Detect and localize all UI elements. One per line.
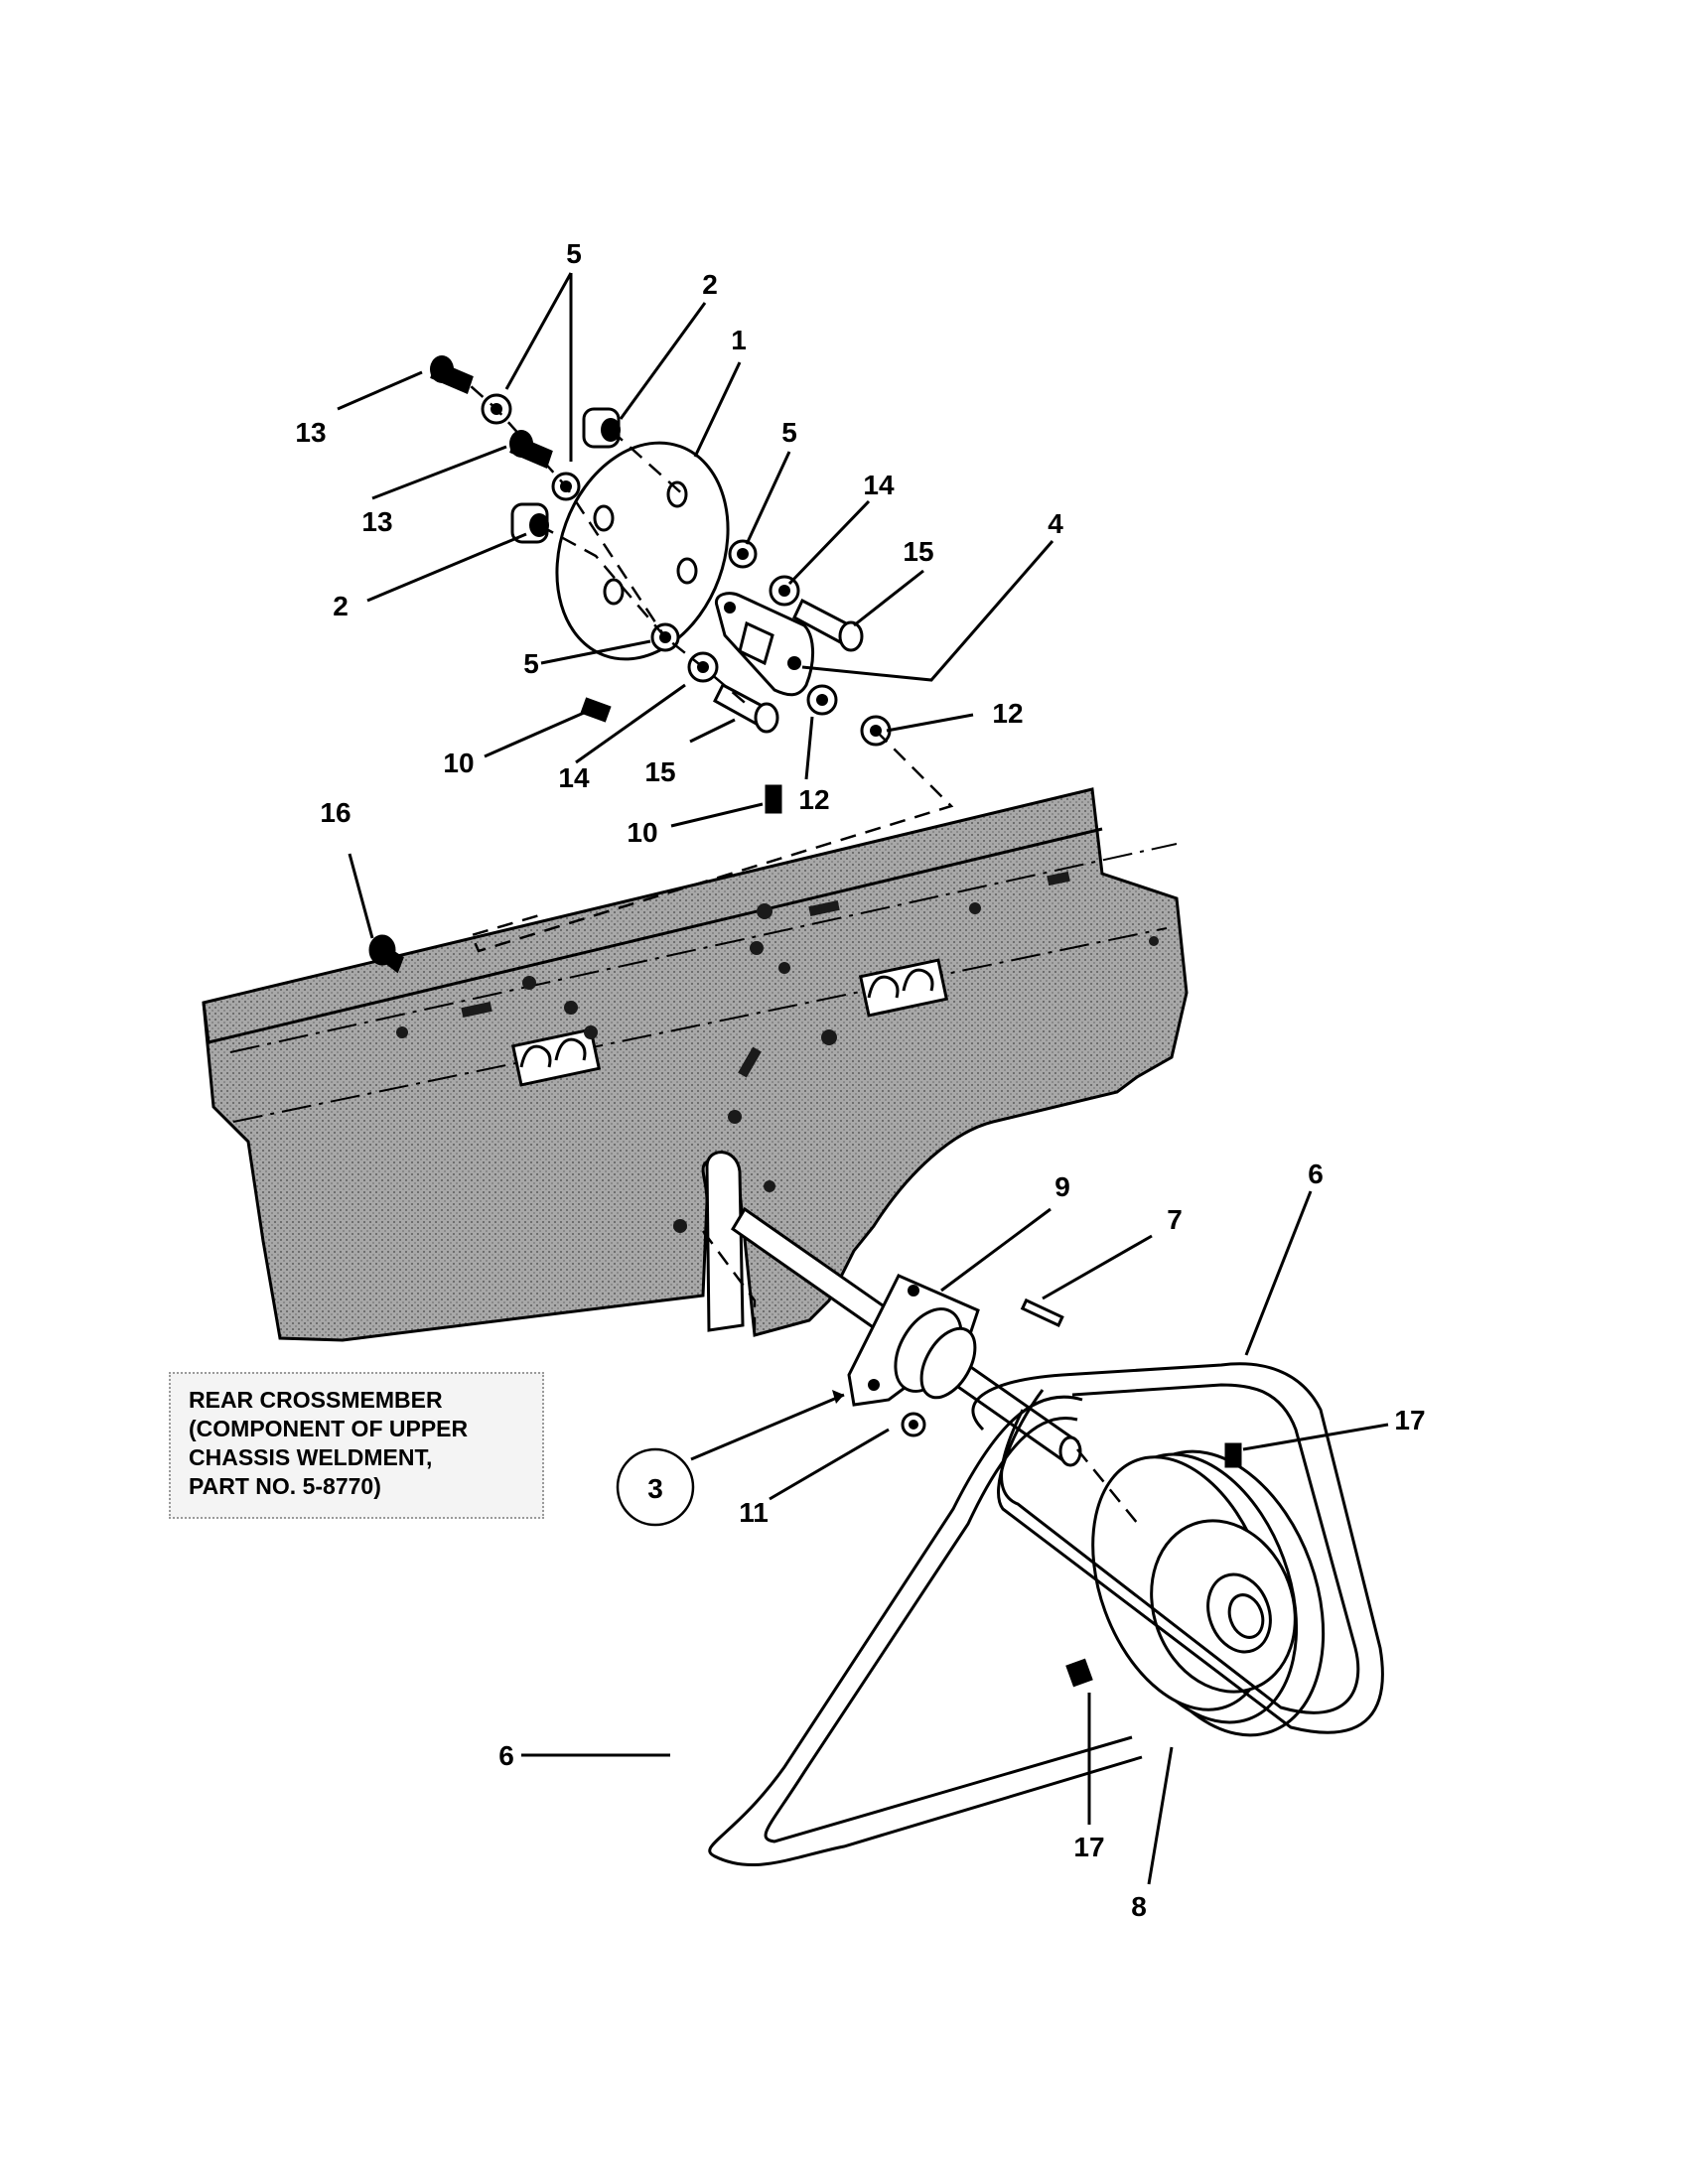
crossmember-holes (396, 871, 1159, 1292)
callout-1: 1 (731, 325, 747, 355)
note-line: REAR CROSSMEMBER (189, 1387, 443, 1413)
mounting-bracket-4 (714, 592, 815, 697)
callout-3-circle (616, 1447, 695, 1527)
assembly-lines (451, 368, 1143, 1530)
callout-8: 8 (1131, 1891, 1147, 1922)
set-screw-17b (1065, 1658, 1093, 1688)
callout-10: 10 (627, 817, 657, 848)
set-screw-17a (1224, 1442, 1242, 1468)
bearing-cover-plate (555, 441, 730, 661)
callout-17: 17 (1394, 1405, 1425, 1435)
callout-13: 13 (295, 417, 326, 448)
callout-16: 16 (320, 797, 351, 828)
callout-11: 11 (739, 1497, 769, 1528)
flange-bearing (847, 1274, 980, 1407)
callout-3: 3 (647, 1473, 663, 1504)
belt-guide-bracket-right (858, 958, 949, 1018)
callout-9: 9 (1054, 1171, 1070, 1202)
callout-6: 6 (1308, 1159, 1324, 1189)
callout-10: 10 (443, 748, 474, 778)
callout-4: 4 (1048, 508, 1063, 539)
callout-6: 6 (498, 1740, 514, 1771)
bolt-16 (368, 934, 404, 974)
callout-15: 15 (644, 756, 675, 787)
set-screw-10a (580, 697, 612, 723)
note-line: CHASSIS WELDMENT, (189, 1444, 433, 1470)
callout-2: 2 (333, 591, 349, 621)
shaft-key (1020, 1297, 1064, 1327)
washer-5c (728, 539, 758, 569)
hex-nut-12a (806, 684, 838, 716)
drive-pulley (1091, 1449, 1326, 1737)
callout-14: 14 (558, 762, 590, 793)
bolt-15a (792, 598, 864, 652)
callout-5: 5 (781, 417, 797, 448)
rear-crossmember (202, 787, 1189, 1342)
callout-12: 12 (992, 698, 1023, 729)
lock-washer-14a (769, 575, 800, 607)
bolt-13a (430, 355, 474, 395)
note-line: PART NO. 5-8770) (189, 1473, 381, 1499)
callout-12: 12 (798, 784, 829, 815)
callout-17: 17 (1073, 1832, 1104, 1862)
note-line: (COMPONENT OF UPPER (189, 1416, 469, 1441)
bolt-15b (713, 682, 779, 734)
set-screw-10b (765, 784, 782, 814)
spacer-2a (582, 407, 621, 449)
callout-5: 5 (523, 648, 539, 679)
callout-13: 13 (361, 506, 392, 537)
callout-5: 5 (566, 238, 582, 269)
bolt-13b (509, 430, 553, 470)
callout-15: 15 (903, 536, 933, 567)
v-belt-rear (971, 1362, 1384, 1734)
callout-14: 14 (863, 470, 895, 500)
callout-7: 7 (1167, 1204, 1183, 1235)
callout-2: 2 (702, 269, 718, 300)
belt-guide-bracket-left (510, 1027, 602, 1087)
hex-nut-11 (901, 1412, 926, 1437)
leader-lines (337, 272, 1389, 1885)
crossmember-note: REAR CROSSMEMBER (COMPONENT OF UPPER CHA… (169, 1372, 544, 1519)
v-belt-front (708, 1395, 1143, 1867)
